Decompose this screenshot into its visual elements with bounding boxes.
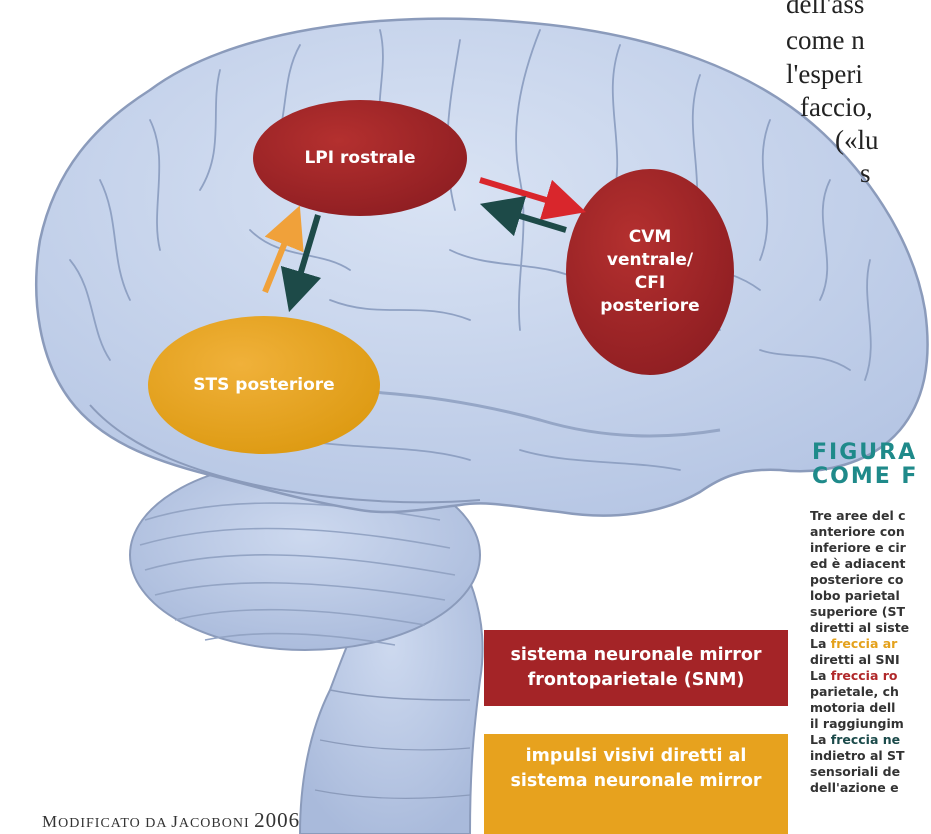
legend-snm-box: sistema neuronale mirror frontoparietale… — [484, 630, 788, 706]
label-cvm-ventrale: CVM ventrale/ CFI posteriore — [576, 194, 724, 350]
source-credit: MODIFICATO DA JACOBONI 2006 — [42, 808, 300, 833]
article-line-2: come n — [786, 24, 865, 57]
article-line-3: l'esperi — [786, 58, 863, 91]
figure-caption: Tre aree del c anteriore con inferiore e… — [810, 508, 931, 796]
label-lpi-rostrale: LPI rostrale — [268, 134, 452, 182]
article-line-1: dell'ass — [786, 0, 864, 21]
cerebrum — [36, 19, 927, 516]
legend-visual-input-box: impulsi visivi diretti al sistema neuron… — [484, 734, 788, 834]
label-sts-posteriore: STS posteriore — [160, 362, 368, 408]
figure-heading-2: COME F — [812, 464, 918, 489]
figure-heading-1: FIGURA — [812, 440, 917, 465]
article-line-4: faccio, — [800, 91, 873, 124]
article-line-6: s — [860, 157, 871, 190]
article-line-5: («lu — [835, 124, 879, 157]
